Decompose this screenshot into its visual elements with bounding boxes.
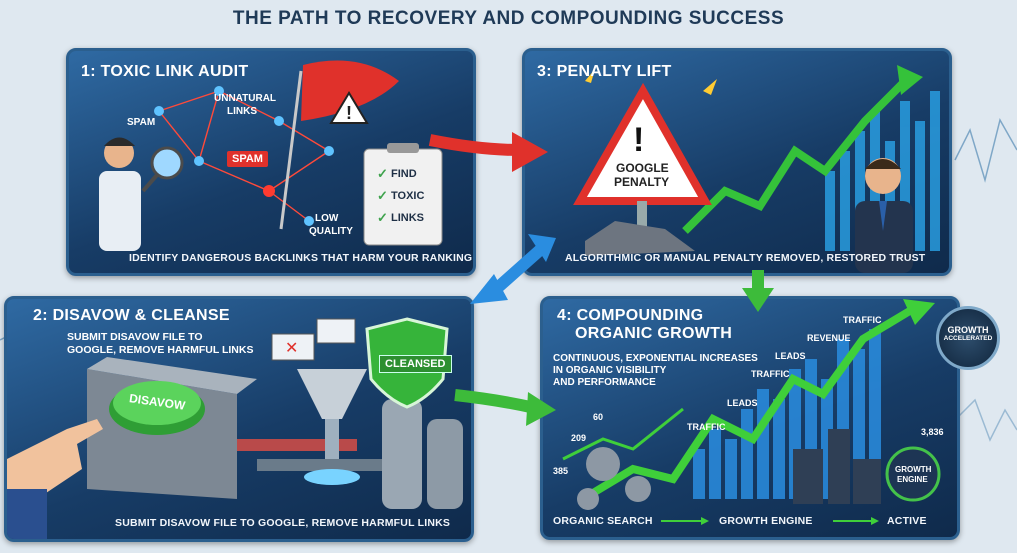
disavow-illustration: ✕ (7, 317, 463, 539)
growth-heading-2: ORGANIC GROWTH (575, 325, 733, 342)
label-unnatural: UNNATURAL (214, 93, 277, 104)
panel-toxic-link-audit: ! ✓ ✓ ✓ 1: TOXIC LINK AUDIT SPAM UNNATUR… (66, 48, 476, 276)
label-traffic-mid: TRAFFIC (751, 369, 790, 379)
label-low: LOW (315, 213, 339, 224)
arrow-penalty-to-growth (742, 288, 774, 312)
spam-tag: SPAM (227, 151, 268, 167)
arrow-disavow-to-growth (526, 392, 556, 426)
arrow-audit-to-penalty (512, 132, 548, 172)
label-leads-mid: LEADS (727, 398, 758, 408)
growth-subtext-3: AND PERFORMANCE (553, 377, 656, 388)
penalty-sign-line1: GOOGLE (616, 161, 669, 175)
footer-growth-engine: GROWTH ENGINE (719, 515, 813, 527)
checklist-item-3: LINKS (391, 212, 424, 224)
label-traffic-low: TRAFFIC (687, 422, 726, 432)
arrow-to-disavow (470, 274, 508, 304)
panel-penalty-lift: ! 3: PENALTY LIFT GOOGLE PENALTY ALGORIT… (522, 48, 952, 276)
label-traffic-top: TRAFFIC (843, 315, 882, 325)
label-revenue: REVENUE (807, 333, 851, 343)
svg-text:✓: ✓ (377, 188, 388, 203)
svg-text:✕: ✕ (285, 340, 298, 357)
penalty-sign-line2: PENALTY (614, 175, 670, 189)
label-links: LINKS (227, 106, 257, 117)
label-385: 385 (553, 466, 569, 476)
checklist-item-1: FIND (391, 168, 417, 180)
page-title: THE PATH TO RECOVERY AND COMPOUNDING SUC… (232, 8, 785, 29)
badge-line1: GROWTH (947, 325, 989, 335)
growth-heading-1: 4: COMPOUNDING (557, 307, 704, 324)
penalty-illustration: ! (573, 65, 940, 273)
badge-line2: ACCELERATED (943, 335, 993, 342)
audit-heading: 1: TOXIC LINK AUDIT (81, 63, 249, 80)
disavow-caption: SUBMIT DISAVOW FILE TO GOOGLE, REMOVE HA… (115, 517, 451, 529)
panel-disavow-cleanse: ✕ 2: DISAVOW & CLEANSE SUBMIT DISAVOW FI… (4, 296, 474, 542)
disavow-subtext-2: GOOGLE, REMOVE HARMFUL LINKS (67, 344, 254, 356)
engine-line2: ENGINE (897, 475, 928, 484)
label-leads-top: LEADS (775, 351, 806, 361)
penalty-heading: 3: PENALTY LIFT (537, 63, 672, 80)
disavow-heading: 2: DISAVOW & CLEANSE (33, 307, 230, 324)
label-209: 209 (571, 433, 587, 443)
label-quality: QUALITY (309, 226, 353, 237)
label-3836: 3,836 (921, 427, 944, 437)
label-spam: SPAM (127, 117, 156, 128)
growth-subtext-1: CONTINUOUS, EXPONENTIAL INCREASES (553, 353, 758, 364)
panel-compounding-growth: 4: COMPOUNDING ORGANIC GROWTH CONTINUOUS… (540, 296, 960, 540)
footer-active: ACTIVE (887, 515, 927, 527)
footer-organic-search: ORGANIC SEARCH (553, 515, 653, 527)
audit-illustration: ! ✓ ✓ ✓ (99, 60, 443, 251)
checklist-item-2: TOXIC (391, 190, 425, 202)
audit-caption: IDENTIFY DANGEROUS BACKLINKS THAT HARM Y… (129, 252, 473, 264)
svg-text:!: ! (633, 121, 644, 159)
growth-accelerated-badge: GROWTH ACCELERATED (936, 306, 1000, 370)
svg-text:✓: ✓ (377, 166, 388, 181)
penalty-caption: ALGORITHMIC OR MANUAL PENALTY REMOVED, R… (565, 252, 926, 264)
label-60: 60 (593, 412, 604, 422)
arrow-to-penalty (528, 234, 556, 262)
cleansed-label: CLEANSED (379, 355, 452, 373)
growth-subtext-2: IN ORGANIC VISIBILITY (553, 365, 667, 376)
svg-text:!: ! (346, 103, 352, 123)
growth-illustration (562, 299, 941, 510)
disavow-subtext-1: SUBMIT DISAVOW FILE TO (67, 331, 203, 343)
svg-text:✓: ✓ (377, 210, 388, 225)
engine-line1: GROWTH (895, 465, 932, 474)
